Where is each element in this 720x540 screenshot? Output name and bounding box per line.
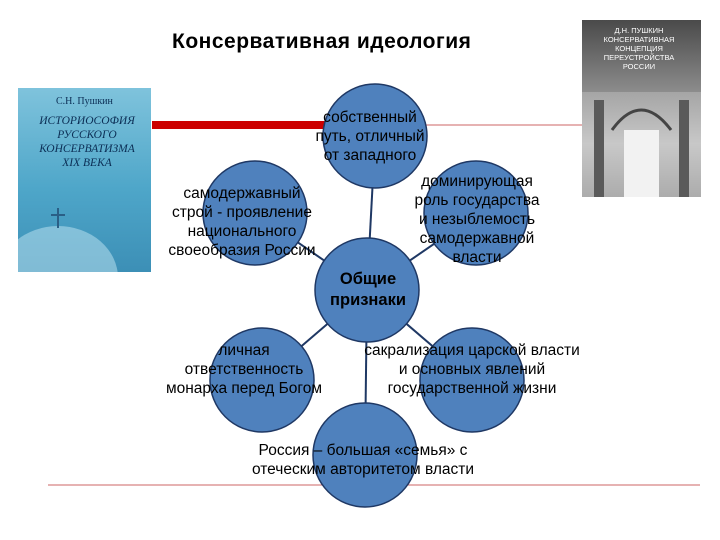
red-bar [152,121,414,129]
cathedral-interior-icon [582,92,701,197]
node-bottom-label: Россия – большая «семья» с отеческим авт… [251,442,475,478]
center-label: Общие признаки [330,270,406,309]
node-left-label: самодержавный строй - проявление национа… [168,185,316,259]
book-title-right: Д.Н. Пушкин Консервативная концепция пер… [603,26,675,71]
node-top-circle [322,83,428,189]
node-left-circle [202,160,308,266]
book-author: С.Н. Пушкин [56,96,113,107]
center-circle [314,237,420,343]
node-bottom-left-circle [209,327,315,433]
church-dome-icon [18,208,118,272]
node-bottom-left-label: личная ответственность монарха перед Бог… [165,342,323,397]
book-cover-right: Д.Н. Пушкин Консервативная концепция пер… [582,20,701,197]
book-cover-left: С.Н. Пушкин Историософия русского консер… [18,88,151,272]
node-bottom-circle [312,402,418,508]
node-bottom-right-label: сакрализация царской власти и основных я… [364,342,580,397]
node-top-label: собственный путь, отличный от западного [315,109,425,164]
node-right-circle [423,160,529,266]
book-title-left: Историософия русского консерватизма XIX … [39,115,135,169]
slide-title: Консервативная идеология [172,30,472,53]
node-bottom-right-circle [419,327,525,433]
node-right-label: доминирующая роль государства и незыблем… [414,173,540,266]
